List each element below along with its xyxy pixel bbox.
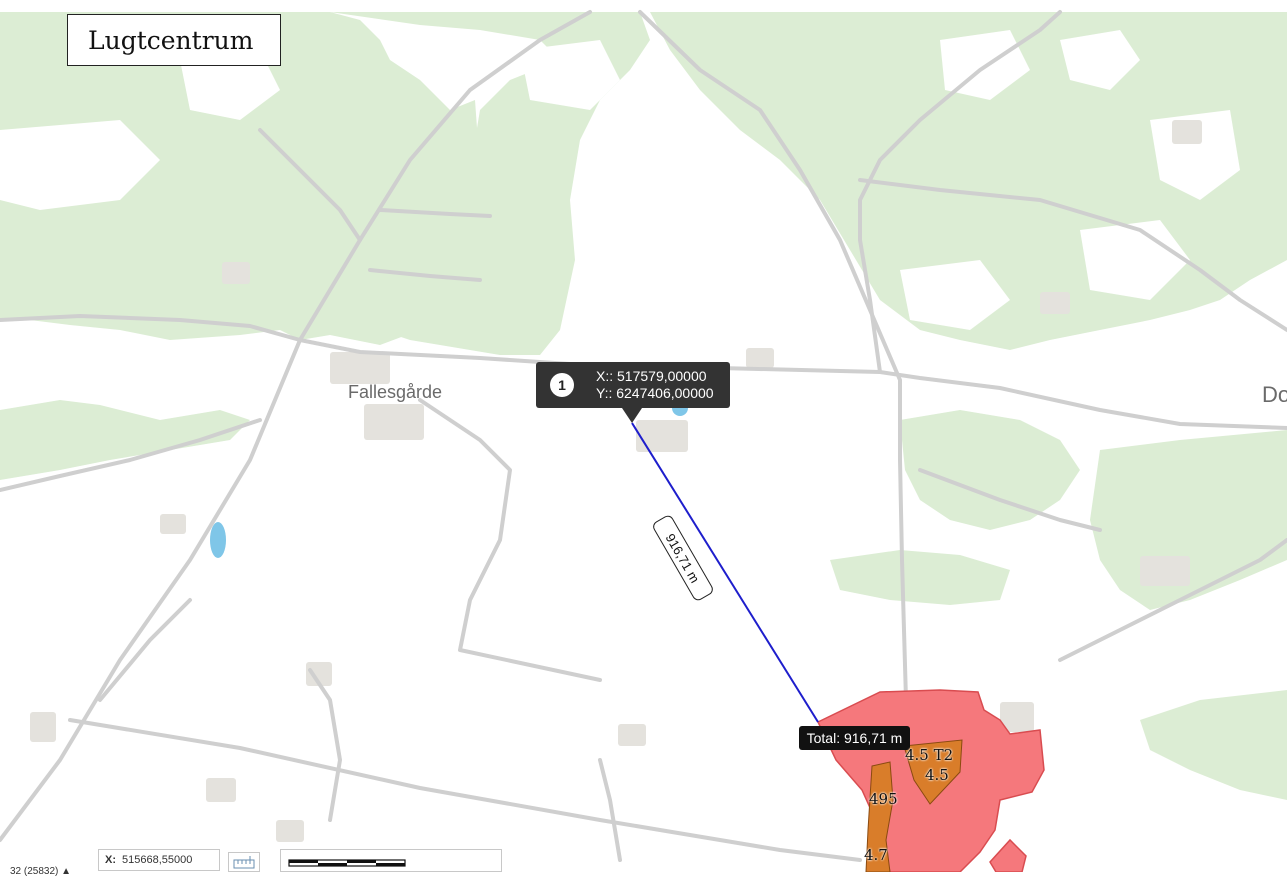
road-lower-middle (598, 758, 622, 862)
scalebar-icon (280, 849, 502, 872)
measurement-overlay[interactable] (631, 422, 819, 723)
farm-9 (1000, 702, 1034, 732)
zone-label-495: 495 (869, 790, 898, 808)
farm-2 (330, 352, 390, 384)
forest-right-lower (1090, 430, 1287, 610)
coordinate-tooltip[interactable]: 1 X:: 517579,00000 Y:: 6247406,00000 (536, 362, 730, 423)
road-main-east-west (298, 338, 1287, 430)
field-patch-6 (1080, 220, 1190, 300)
farm-8 (30, 712, 56, 742)
x-coordinate-field[interactable]: X: 515668,55000 (98, 849, 220, 871)
zone-label-4-7: 4.7 (864, 846, 888, 864)
lake (210, 522, 226, 558)
roads (0, 10, 1287, 862)
farm-12 (1040, 292, 1070, 314)
road-top-left-arc (258, 128, 362, 242)
coordinate-y: Y:: 6247406,00000 (596, 385, 714, 401)
road-diagonal-sw (68, 718, 862, 862)
field-patch-7 (0, 120, 160, 210)
forest-right-middle (900, 410, 1080, 530)
place-label-fallesgarde: Fallesgårde (348, 382, 443, 402)
farm-10 (1140, 556, 1190, 586)
road-farm-south (418, 398, 602, 682)
field-patch-5 (900, 260, 1010, 330)
coordinate-x: X:: 517579,00000 (596, 368, 707, 384)
zone-label-4-5: 4.5 (925, 766, 949, 784)
zone-inner-triangle[interactable] (903, 739, 963, 805)
x-coordinate-label: X: (105, 854, 116, 866)
map-title-box: Lugtcentrum (67, 14, 281, 66)
field-patch-1 (520, 40, 620, 110)
farm-15 (636, 420, 688, 452)
zone-polygon-small[interactable] (989, 838, 1027, 872)
farm-6 (306, 662, 332, 686)
road-top-middle-2 (368, 268, 482, 282)
place-label-partial: Do (1262, 382, 1287, 407)
forest-top-left (0, 12, 480, 345)
road-east-branch (858, 178, 1287, 332)
x-coordinate-value: 515668,55000 (122, 854, 193, 866)
farm-4 (746, 348, 774, 368)
farm-7 (618, 724, 646, 746)
road-top-middle (378, 208, 492, 218)
road-east-north (858, 10, 1062, 374)
measure-line[interactable] (631, 422, 819, 723)
map-title: Lugtcentrum (88, 25, 254, 55)
field-patch-3 (1060, 30, 1140, 90)
road-right-lower (918, 468, 1102, 532)
point-number-badge: 1 (550, 373, 574, 397)
forest-left-low (0, 400, 250, 480)
zone-label-4-5-t2: 4.5 T2 (905, 746, 954, 764)
forest-right-bottom (1140, 690, 1287, 800)
road-left-top (0, 314, 302, 342)
forest-strip-middle (830, 550, 1010, 605)
road-right-south (1058, 538, 1287, 662)
farm-14 (276, 820, 304, 842)
road-farm-west (308, 668, 342, 822)
water-bodies (210, 400, 688, 558)
field-patch-8 (180, 50, 280, 120)
farm-11 (1172, 120, 1202, 144)
farm-5 (160, 514, 186, 534)
status-bar: 32 (25832) ▲ X: 515668,55000 (0, 848, 510, 877)
farm-3 (364, 404, 424, 440)
farm-1 (222, 262, 250, 284)
road-north-south (638, 10, 908, 702)
road-left-middle (0, 418, 262, 492)
ruler-icon[interactable] (228, 852, 260, 872)
road-lower-left (98, 598, 192, 702)
farm-13 (206, 778, 236, 802)
total-distance-label: Total: 916,71 m (799, 726, 910, 750)
settlements (30, 120, 1202, 842)
zone-inner-strip[interactable] (865, 761, 894, 872)
